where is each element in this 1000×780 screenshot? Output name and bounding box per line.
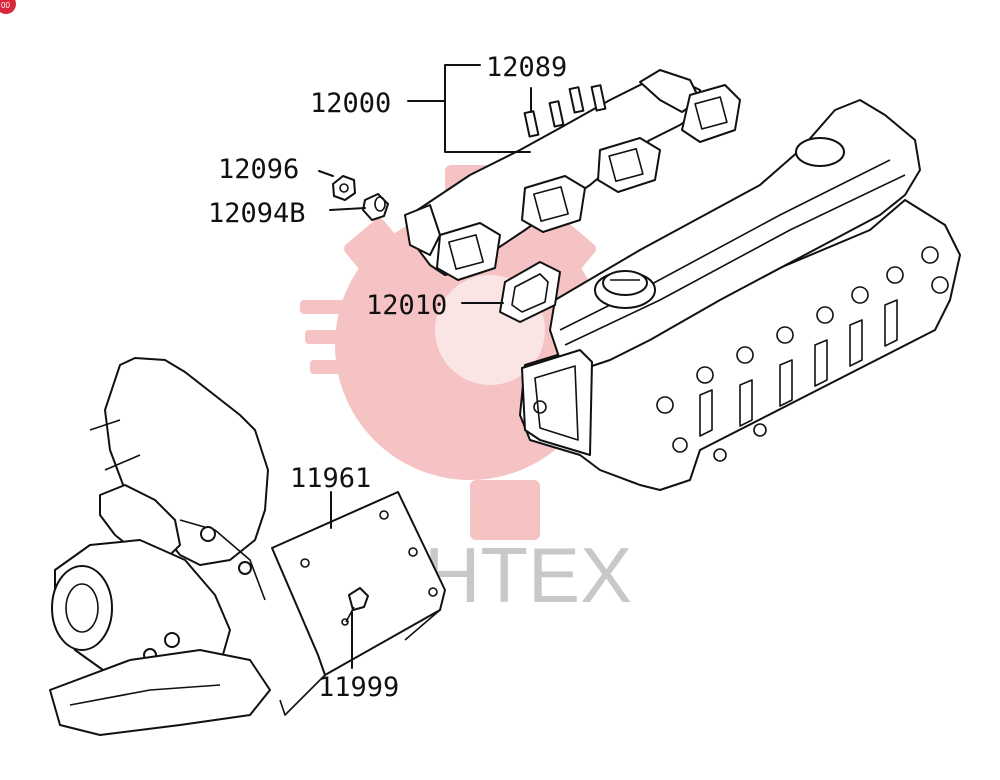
callout-11999: 11999	[318, 672, 399, 703]
exhaust-manifold	[404, 69, 741, 281]
bolt-11999	[341, 587, 369, 626]
heat-shield	[271, 491, 446, 716]
cylinder-head	[519, 99, 961, 491]
manifold-studs	[523, 84, 607, 138]
spacer-12094B	[362, 193, 389, 221]
corner-badge-text: 00	[1, 1, 10, 10]
callout-11961: 11961	[290, 463, 371, 494]
turbocharger	[49, 357, 271, 736]
callout-12096: 12096	[218, 154, 299, 185]
cylinder-head-ports	[656, 246, 949, 462]
callout-12000: 12000	[310, 88, 391, 119]
corner-badge: 00	[0, 0, 16, 14]
callout-12094B: 12094B	[208, 198, 306, 229]
manifold-gasket	[499, 261, 561, 323]
nut-12096	[332, 175, 356, 201]
callout-12089: 12089	[486, 52, 567, 83]
leader-lines	[318, 64, 532, 669]
callout-12010: 12010	[366, 290, 447, 321]
